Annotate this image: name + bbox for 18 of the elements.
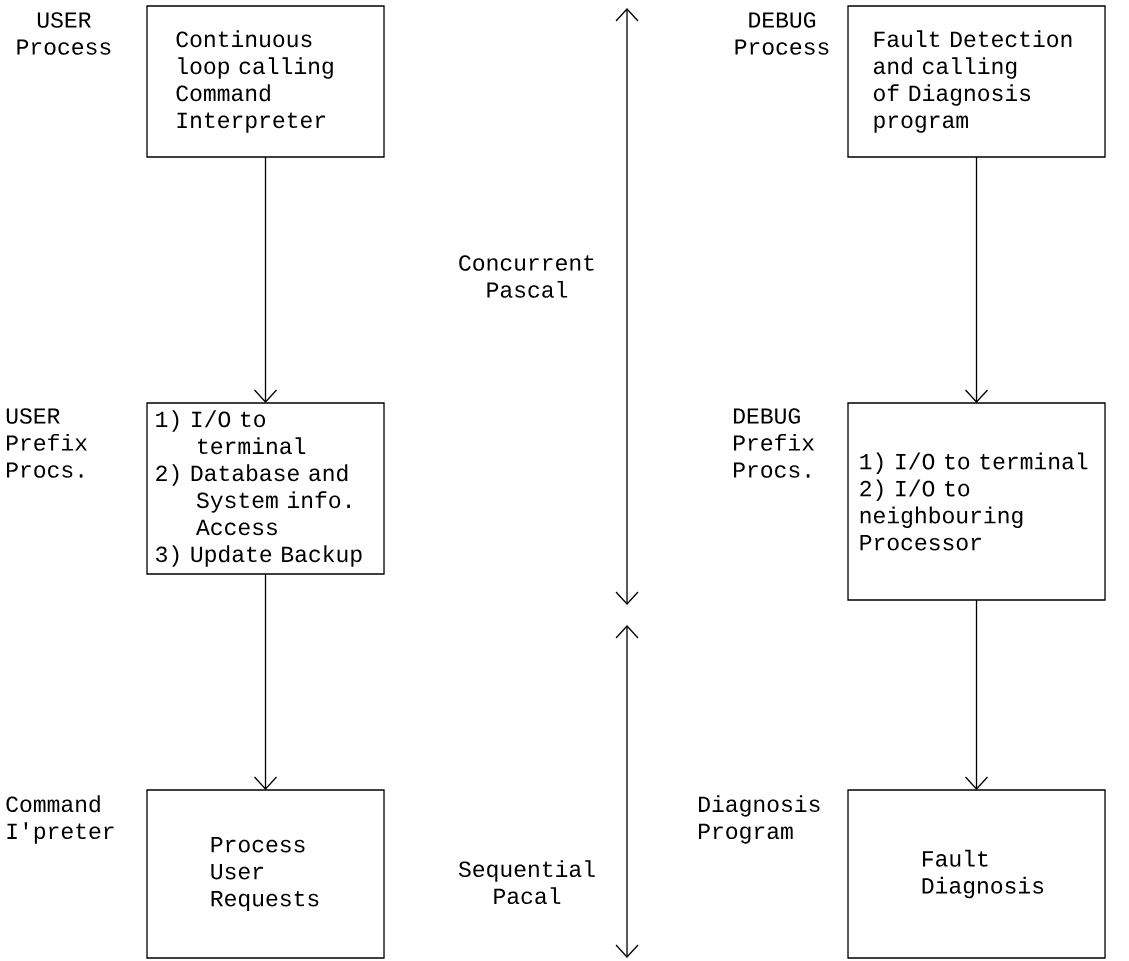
side-label: USER Process xyxy=(17,12,111,55)
arrow xyxy=(964,599,989,790)
side-label: DEBUG Process xyxy=(735,12,829,55)
side-label: USER Prefix Procs. xyxy=(6,408,87,478)
range-label: Concurrent Pascal xyxy=(459,255,594,298)
process-box: Fault Detection and calling of Diagnosis program xyxy=(847,5,1106,158)
process-box: Continuous loop calling Command Interpreter xyxy=(146,5,385,158)
arrow xyxy=(964,156,989,403)
process-box: Process User Requests xyxy=(146,789,385,959)
side-label: Command I'preter xyxy=(6,795,114,844)
process-box: 1) I/O to terminal 2) Database and System info. Access 3) Update Backup xyxy=(146,402,385,575)
arrow xyxy=(253,573,278,790)
arrow xyxy=(253,156,278,403)
side-label: Diagnosis Program xyxy=(699,795,820,844)
process-box: Fault Diagnosis xyxy=(847,789,1106,959)
range-label: Sequential Pacal xyxy=(458,860,595,905)
side-label: DEBUG Prefix Procs. xyxy=(734,408,814,478)
process-box: 1) I/O to terminal 2) I/O to neighbouring Processor xyxy=(847,402,1106,601)
